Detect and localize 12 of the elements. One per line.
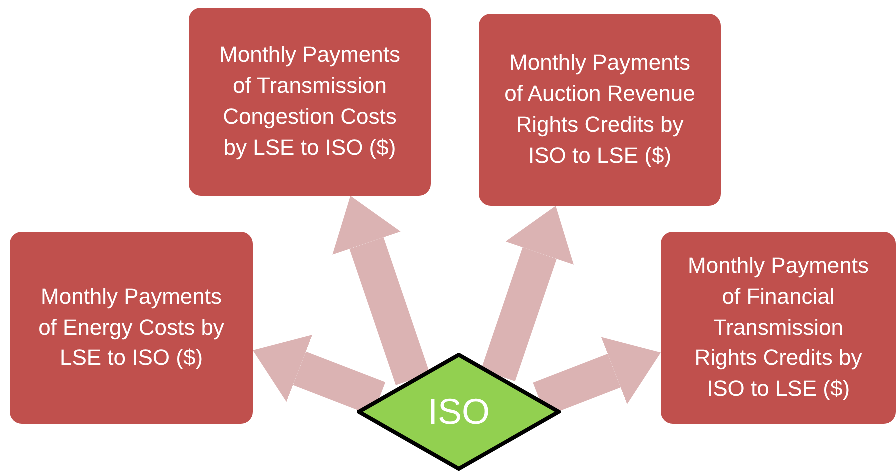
process-box (10, 232, 253, 424)
process-box (661, 232, 896, 424)
process-box (479, 14, 721, 206)
node-label: Monthly Payments of Energy Costs by LSE to ISO ($) (38, 282, 226, 372)
node-label: Monthly Payments of Auction Revenue Rights Credits by ISO to LSE ($) (504, 49, 696, 170)
node-label: Monthly Payments of Financial Transmission Rights Credits by ISO to LSE ($) (687, 252, 870, 404)
block-arrow (481, 206, 574, 382)
node-label: ISO (428, 391, 490, 433)
decision-diamond (357, 353, 561, 471)
process-box (189, 8, 431, 196)
node-label: Monthly Payments of Transmission Congestion Costs by LSE to ISO ($) (218, 41, 402, 162)
block-arrow (332, 196, 430, 386)
